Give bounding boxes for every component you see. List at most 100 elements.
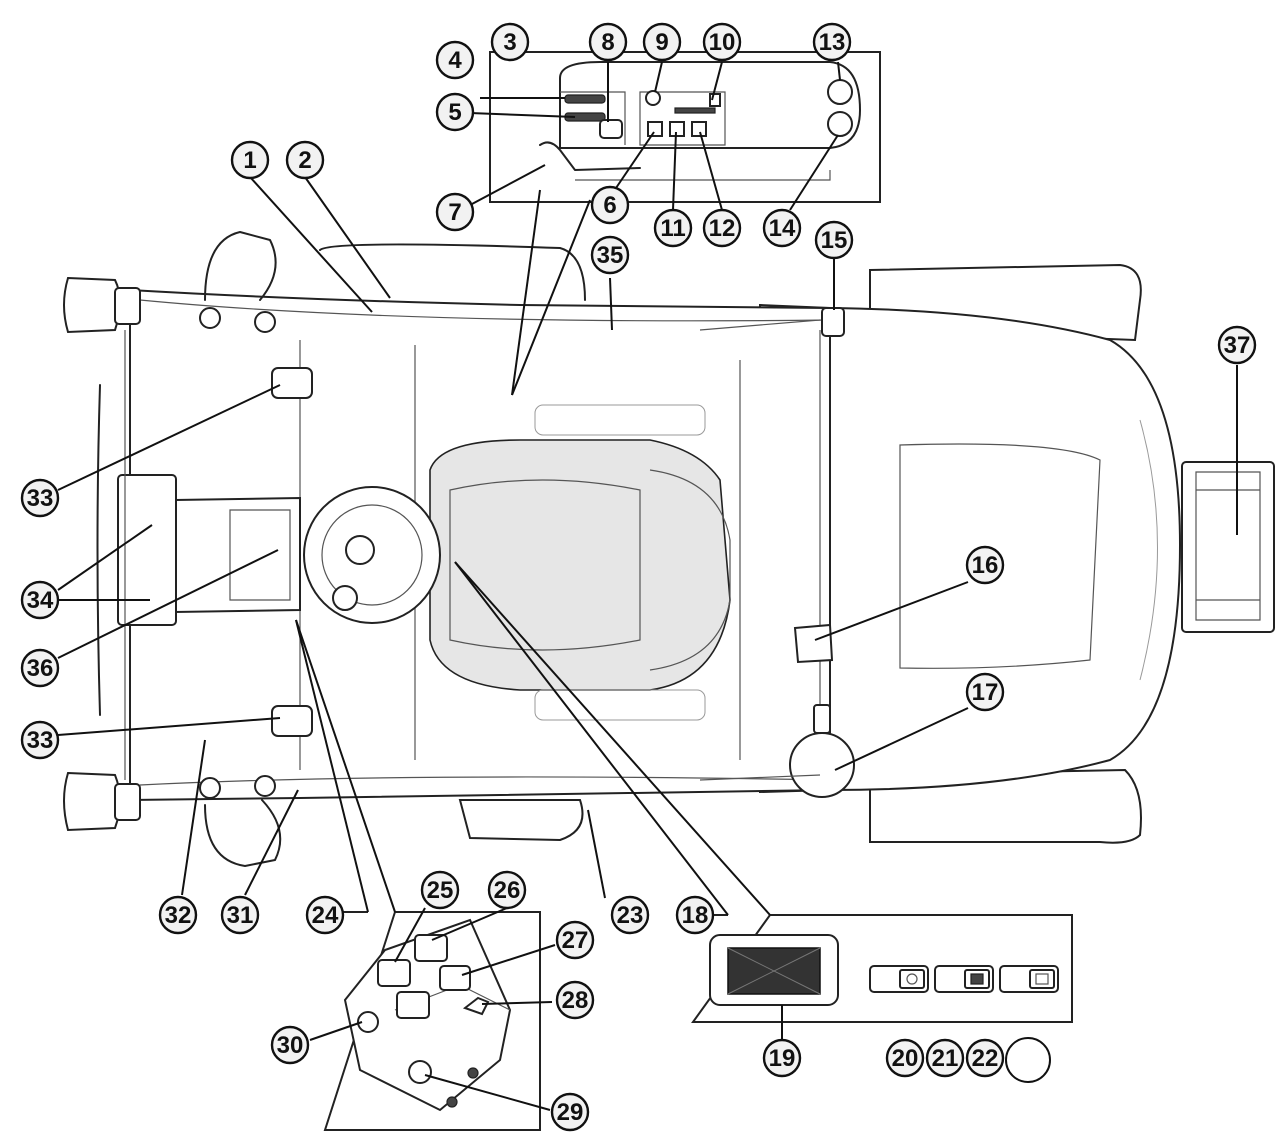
top-step — [319, 243, 586, 301]
callout-23: 23 — [610, 895, 650, 935]
front-panel — [117, 474, 177, 626]
svg-text:29: 29 — [557, 1099, 584, 1126]
svg-text:33: 33 — [27, 485, 54, 512]
mirror-top — [204, 231, 277, 301]
mirror-bottom — [204, 799, 282, 867]
front-light-bottom — [63, 771, 121, 832]
callout-27: 27 — [555, 920, 595, 960]
callout-1: 1 — [230, 140, 270, 180]
callout-11: 11 — [653, 208, 693, 248]
leader-lines — [57, 61, 1238, 1111]
front-frame — [96, 384, 101, 716]
callout-2: 2 — [285, 140, 325, 180]
callout-25: 25 — [420, 870, 460, 910]
svg-text:19: 19 — [769, 1045, 796, 1072]
callout-14: 14 — [762, 208, 802, 248]
callout-33-top: 33 — [20, 478, 60, 518]
callout-9: 9 — [642, 22, 682, 62]
rear-hitch — [1181, 461, 1275, 633]
vehicle-body — [63, 231, 1275, 867]
callout-17: 17 — [965, 672, 1005, 712]
steering-console — [174, 496, 301, 614]
svg-text:3: 3 — [503, 29, 516, 56]
callout-6: 6 — [590, 185, 630, 225]
callout-5: 5 — [435, 92, 475, 132]
empty-callout-circle — [1005, 1037, 1051, 1083]
svg-text:24: 24 — [312, 902, 339, 929]
rear-tire-bottom — [869, 768, 1142, 844]
callout-32: 32 — [158, 895, 198, 935]
detail-box-18 — [691, 914, 1073, 1083]
svg-text:12: 12 — [709, 215, 736, 242]
callout-37: 37 — [1217, 325, 1257, 365]
svg-text:32: 32 — [165, 902, 192, 929]
svg-text:9: 9 — [655, 29, 668, 56]
callout-15: 15 — [814, 220, 854, 260]
svg-text:17: 17 — [972, 679, 999, 706]
svg-text:28: 28 — [562, 987, 589, 1014]
callout-4: 4 — [435, 40, 475, 80]
callout-7: 7 — [435, 192, 475, 232]
callout-35: 35 — [590, 235, 630, 275]
svg-text:14: 14 — [769, 215, 796, 242]
callout-16: 16 — [965, 545, 1005, 585]
svg-text:18: 18 — [682, 902, 709, 929]
svg-text:22: 22 — [972, 1045, 999, 1072]
detail-box-top — [489, 51, 881, 203]
callout-26: 26 — [487, 870, 527, 910]
svg-text:37: 37 — [1224, 332, 1251, 359]
rocker-switch-22 — [999, 965, 1059, 993]
rocker-switch-20 — [869, 965, 929, 993]
svg-text:33: 33 — [27, 727, 54, 754]
svg-text:26: 26 — [494, 877, 521, 904]
callout-3: 3 — [490, 22, 530, 62]
svg-text:30: 30 — [277, 1032, 304, 1059]
callout-36: 36 — [20, 648, 60, 688]
front-light-top — [63, 276, 121, 334]
svg-text:2: 2 — [298, 147, 311, 174]
callout-20: 20 — [885, 1038, 925, 1078]
svg-text:35: 35 — [597, 242, 624, 269]
svg-text:16: 16 — [972, 552, 999, 579]
svg-text:21: 21 — [932, 1045, 959, 1072]
callout-33-bottom: 33 — [20, 720, 60, 760]
svg-text:25: 25 — [427, 877, 454, 904]
callout-31: 31 — [220, 895, 260, 935]
callout-12: 12 — [702, 208, 742, 248]
callout-29: 29 — [550, 1092, 590, 1132]
svg-text:36: 36 — [27, 655, 54, 682]
lower-step — [458, 799, 584, 842]
callout-28: 28 — [555, 980, 595, 1020]
callout-30: 30 — [270, 1025, 310, 1065]
svg-text:4: 4 — [448, 47, 462, 74]
callout-13: 13 — [812, 22, 852, 62]
rear-handle-top — [821, 307, 845, 337]
svg-text:15: 15 — [821, 227, 848, 254]
svg-text:31: 31 — [227, 902, 254, 929]
callout-8: 8 — [588, 22, 628, 62]
rear-switch — [793, 623, 834, 664]
svg-text:7: 7 — [448, 199, 461, 226]
svg-text:11: 11 — [660, 215, 685, 242]
operator-seat — [429, 439, 731, 691]
callout-10: 10 — [702, 22, 742, 62]
hood-panel — [899, 443, 1101, 669]
callout-24: 24 — [305, 895, 345, 935]
rear-hood — [759, 303, 1182, 794]
callout-22: 22 — [965, 1038, 1005, 1078]
svg-text:5: 5 — [448, 99, 461, 126]
svg-text:27: 27 — [562, 927, 589, 954]
callout-19: 19 — [762, 1038, 802, 1078]
callout-34: 34 — [20, 580, 60, 620]
svg-text:1: 1 — [243, 147, 256, 174]
callout-21: 21 — [925, 1038, 965, 1078]
svg-text:13: 13 — [819, 29, 846, 56]
svg-text:23: 23 — [617, 902, 644, 929]
callout-18: 18 — [675, 895, 715, 935]
svg-text:8: 8 — [601, 29, 614, 56]
svg-text:34: 34 — [27, 587, 54, 614]
svg-text:6: 6 — [603, 192, 616, 219]
side-lamp-top — [271, 367, 313, 399]
